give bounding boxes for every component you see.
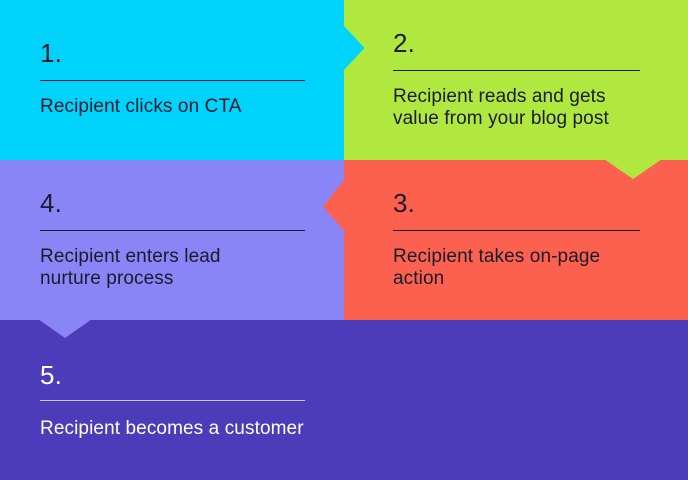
- step-block-4: 4. Recipient enters lead nurture process: [0, 160, 344, 320]
- step-label: Recipient becomes a customer: [40, 418, 304, 439]
- step-divider: [40, 80, 305, 81]
- step-number: 5.: [40, 360, 63, 390]
- step-divider: [393, 70, 640, 71]
- step-divider: [40, 230, 305, 231]
- step-number: 4.: [40, 188, 63, 218]
- step-label: Recipient enters lead nurture process: [40, 246, 221, 289]
- step-block-5: 5. Recipient becomes a customer: [0, 320, 688, 480]
- step-block-3: 3. Recipient takes on-page action: [344, 160, 688, 320]
- step-number: 1.: [40, 38, 63, 68]
- step-number: 2.: [393, 28, 416, 58]
- step-divider: [393, 230, 640, 231]
- step-label: Recipient clicks on CTA: [40, 96, 242, 117]
- step-block-2: 2. Recipient reads and gets value from y…: [344, 0, 688, 160]
- step-divider: [40, 400, 305, 401]
- step-label: Recipient takes on-page action: [393, 246, 601, 289]
- step-label: Recipient reads and gets value from your…: [393, 86, 609, 129]
- step-block-1: 1. Recipient clicks on CTA: [0, 0, 344, 160]
- step-number: 3.: [393, 188, 416, 218]
